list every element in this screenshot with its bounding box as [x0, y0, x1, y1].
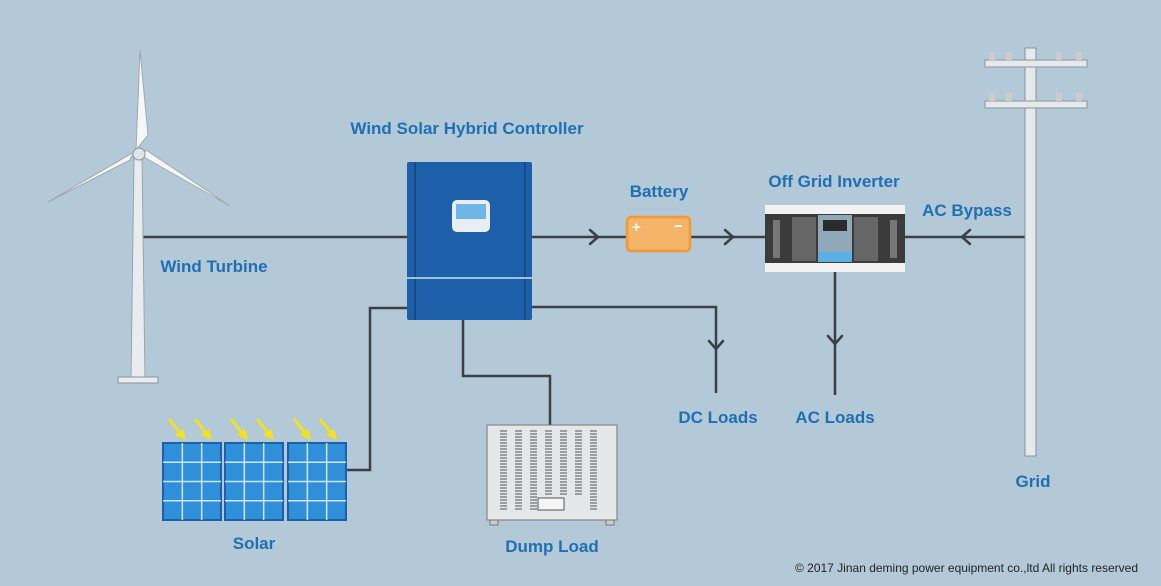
- arrow-icon: [723, 228, 735, 246]
- ac-bypass-label: AC Bypass: [922, 201, 1012, 220]
- wires: [140, 228, 1028, 472]
- arrow-icon: [707, 339, 725, 351]
- arrow-icon: [826, 334, 844, 346]
- off-grid-inverter: [765, 205, 905, 272]
- grid-label: Grid: [1016, 472, 1051, 491]
- minus-icon: −: [674, 218, 683, 235]
- dc-loads-label: DC Loads: [678, 408, 757, 427]
- solar-wire: [347, 306, 407, 472]
- dc-loads-wire: [532, 305, 718, 393]
- sunlight-arrow-icon: [167, 418, 186, 440]
- plus-icon: +: [632, 219, 641, 236]
- controller-label: Wind Solar Hybrid Controller: [350, 119, 584, 138]
- solar-panels: [162, 418, 347, 521]
- grid-pole: [984, 47, 1088, 457]
- arrow-icon: [588, 228, 600, 246]
- sunlight-arrow-icon: [193, 418, 212, 440]
- dump-load-label: Dump Load: [505, 537, 599, 556]
- solar-panel: [287, 442, 347, 521]
- hybrid-controller: [407, 162, 532, 320]
- dump-load-wire: [461, 320, 552, 425]
- battery-label: Battery: [630, 182, 689, 201]
- solar-panel: [162, 442, 222, 521]
- sunlight-arrow-icon: [229, 418, 248, 440]
- sunlight-arrow-icon: [318, 418, 337, 440]
- sunlight-arrow-icon: [292, 418, 311, 440]
- arrow-icon: [960, 228, 972, 246]
- inverter-label: Off Grid Inverter: [768, 172, 900, 191]
- sunlight-arrow-icon: [255, 418, 274, 440]
- ac-loads-label: AC Loads: [795, 408, 874, 427]
- solar-panel: [224, 442, 284, 521]
- copyright-notice: © 2017 Jinan deming power equipment co.,…: [795, 561, 1138, 575]
- wind-turbine-label: Wind Turbine: [160, 257, 267, 276]
- dump-load: [486, 424, 618, 526]
- battery: + −: [625, 215, 692, 253]
- wind-turbine: [47, 49, 231, 384]
- solar-label: Solar: [233, 534, 276, 553]
